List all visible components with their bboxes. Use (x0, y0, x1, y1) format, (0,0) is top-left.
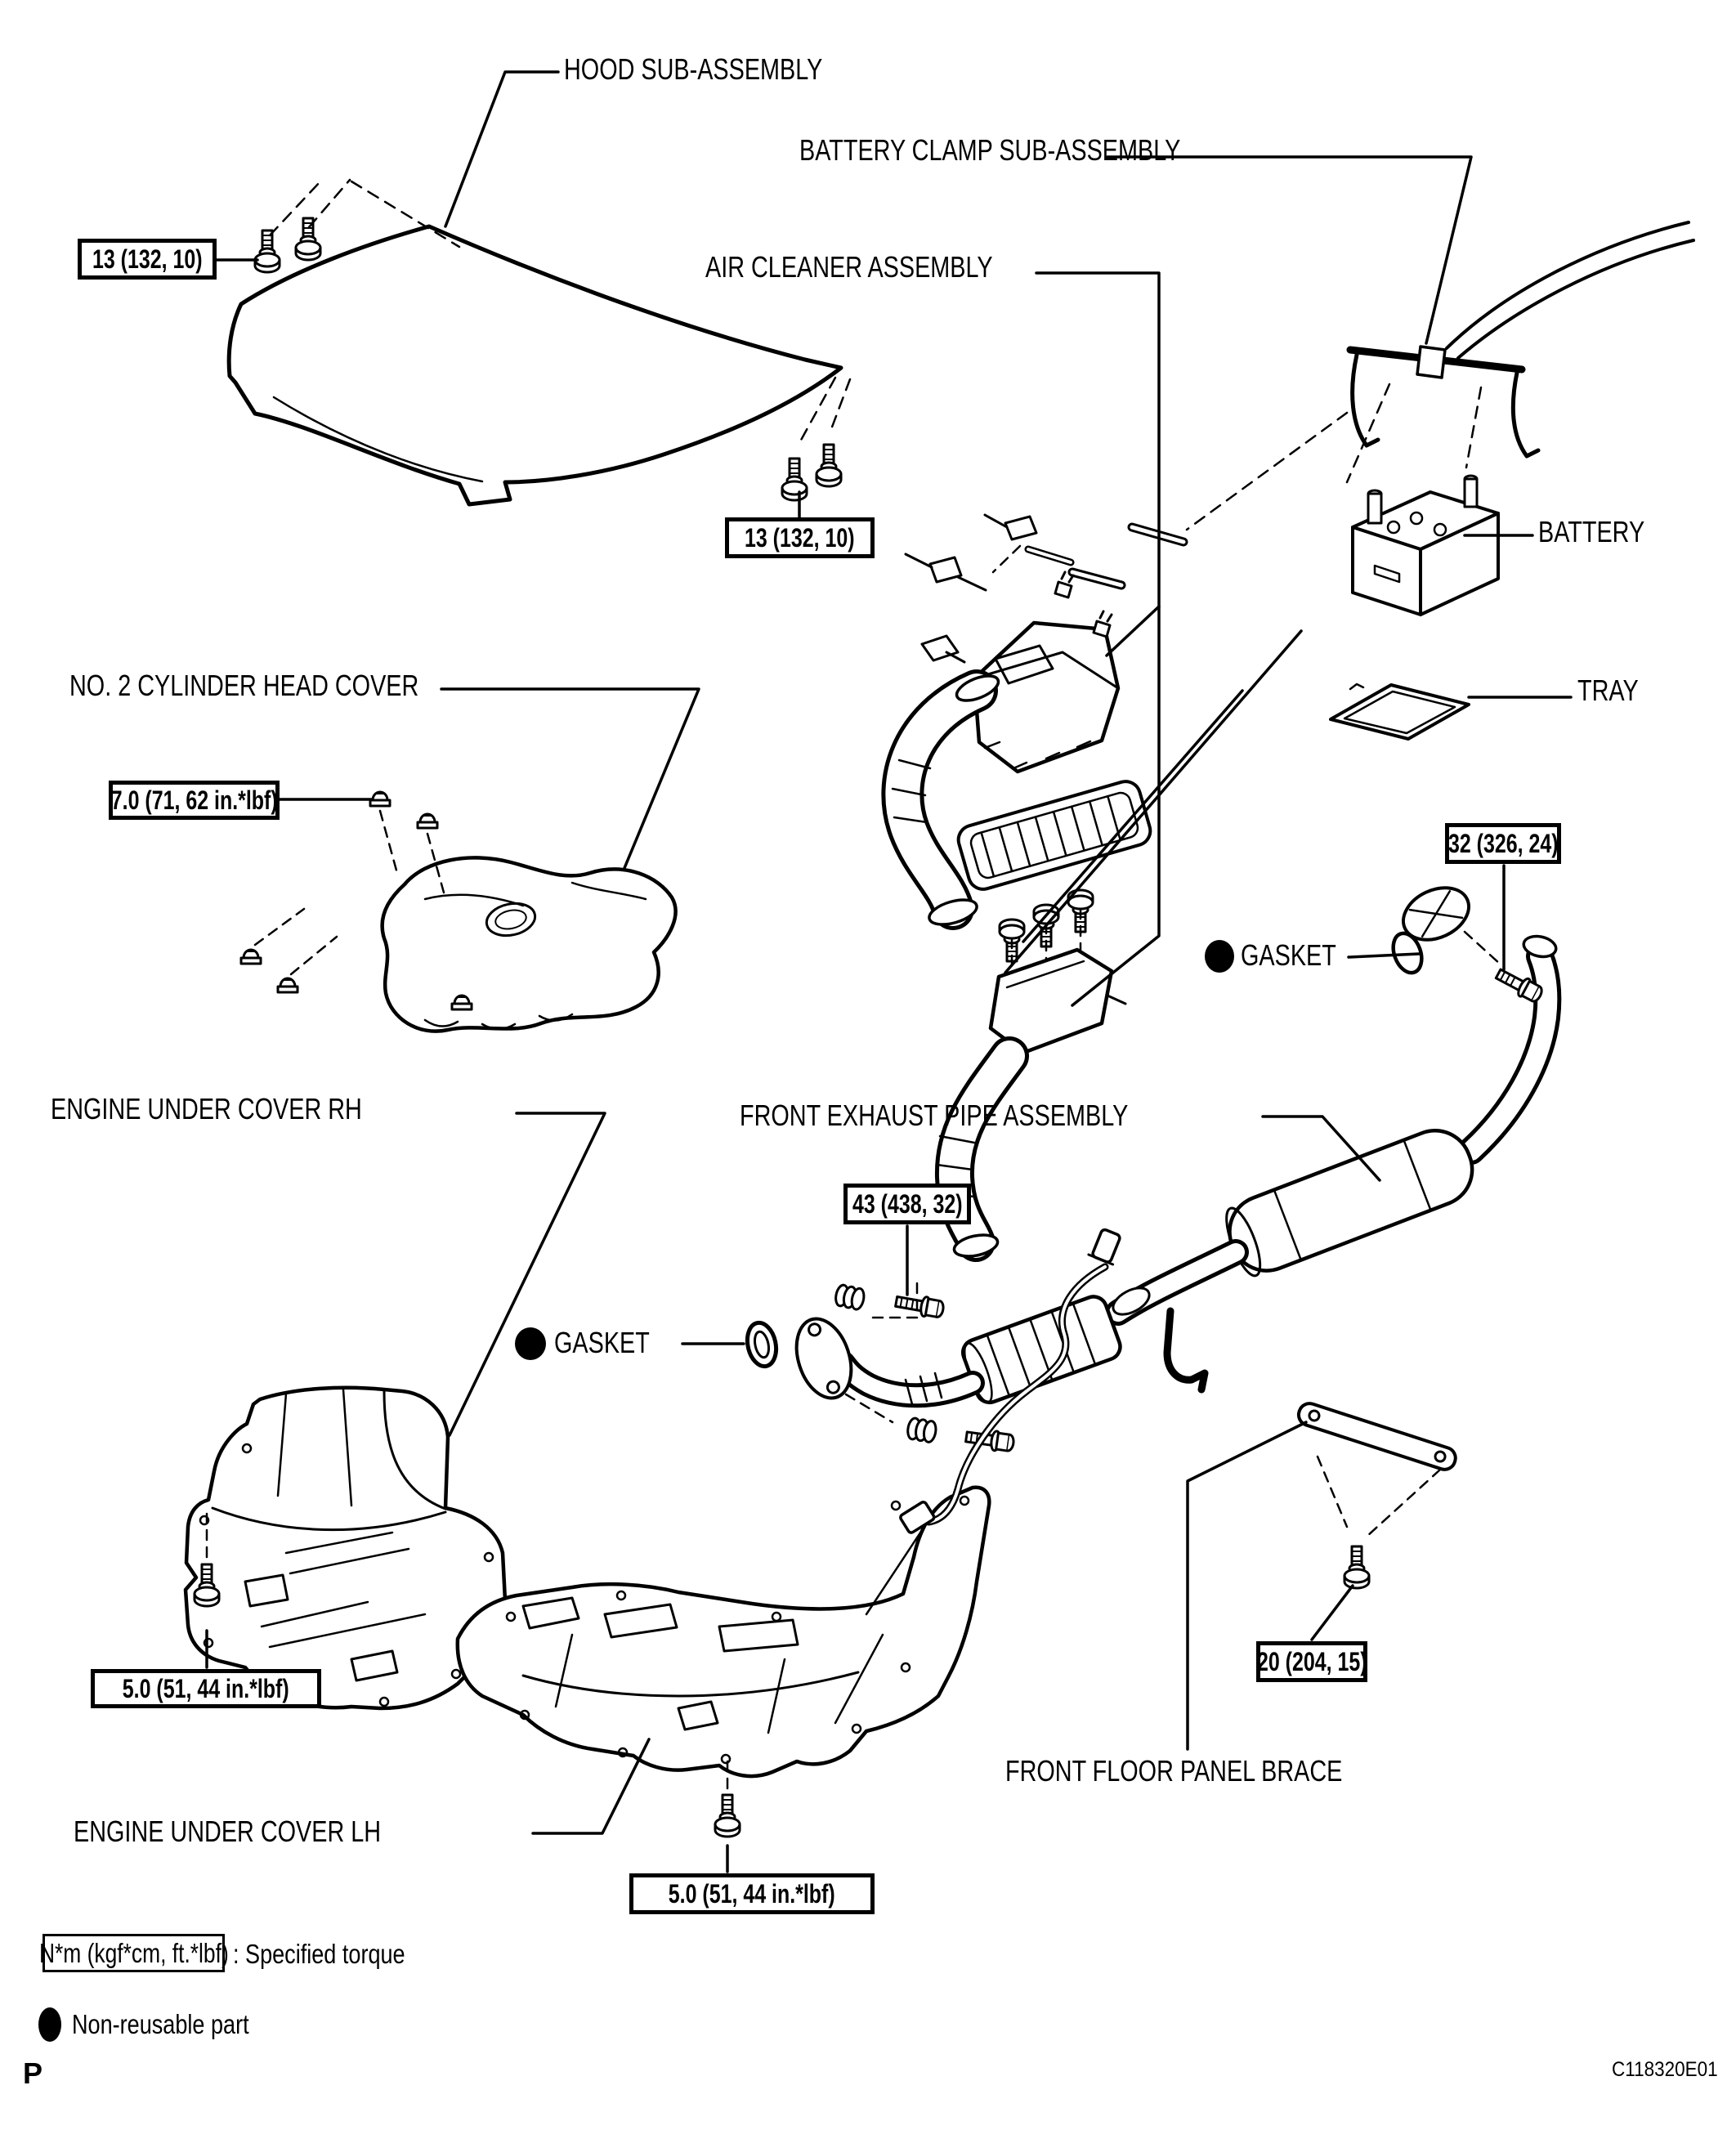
torque-box-under-cover-lh: 5.0 (51, 44 in.*lbf) (629, 1873, 875, 1914)
torque-box-hood-right: 13 (132, 10) (725, 517, 875, 558)
figure-code: C118320E01 (1612, 2058, 1718, 2081)
bolt-icon (781, 457, 808, 502)
label-front-floor-panel-brace: FRONT FLOOR PANEL BRACE (1005, 1754, 1343, 1788)
bolt-icon (1343, 1545, 1371, 1590)
label-gasket-upper: GASKET (1241, 938, 1336, 972)
label-front-exhaust-pipe-assembly: FRONT EXHAUST PIPE ASSEMBLY (740, 1099, 1129, 1132)
label-battery-clamp-sub-assembly: BATTERY CLAMP SUB-ASSEMBLY (799, 133, 1181, 167)
torque-box-under-cover-rh: 5.0 (51, 44 in.*lbf) (91, 1669, 321, 1708)
legend-torque-meaning: : Specified torque (233, 1939, 405, 1969)
torque-box-floor-brace: 20 (204, 15) (1256, 1641, 1367, 1682)
nut-icon (276, 977, 299, 994)
label-engine-under-cover-lh: ENGINE UNDER COVER LH (74, 1815, 382, 1848)
engine-under-cover-rh-drawing (183, 1385, 508, 1711)
engine-under-cover-lh-drawing (455, 1485, 991, 1838)
air-cleaner-drawing (881, 513, 1303, 1262)
hood-drawing (226, 178, 852, 507)
bolt-icon (294, 217, 322, 262)
torque-box-hood-left: 13 (132, 10) (78, 239, 217, 280)
spring-icon (904, 1415, 939, 1445)
label-battery: BATTERY (1538, 515, 1645, 548)
battery-clamp-drawing (1185, 221, 1695, 531)
non-reusable-dot-icon (515, 1327, 546, 1360)
battery-drawing (1351, 474, 1500, 616)
spring-icon (832, 1282, 868, 1313)
exhaust-bolt-icon (893, 1290, 946, 1322)
bolt-icon (253, 229, 281, 274)
nut-icon (369, 790, 391, 808)
non-reusable-dot-icon (1205, 940, 1234, 973)
front-exhaust-pipe-drawing (745, 886, 1562, 1534)
leader-lines (205, 70, 1573, 1873)
label-air-cleaner-assembly: AIR CLEANER ASSEMBLY (705, 250, 993, 284)
cylinder-head-cover-drawing (239, 790, 678, 1033)
label-hood-sub-assembly: HOOD SUB-ASSEMBLY (564, 52, 823, 86)
bolt-icon (815, 443, 843, 488)
label-tray: TRAY (1577, 673, 1639, 707)
label-gasket-lower: GASKET (554, 1326, 650, 1359)
front-floor-panel-brace-drawing (1296, 1402, 1457, 1590)
label-engine-under-cover-rh: ENGINE UNDER COVER RH (51, 1092, 362, 1125)
torque-box-head-cover: 7.0 (71, 62 in.*lbf) (109, 781, 280, 820)
torque-box-exhaust-front: 43 (438, 32) (843, 1184, 971, 1224)
nut-icon (239, 948, 262, 965)
label-no2-cylinder-head-cover: NO. 2 CYLINDER HEAD COVER (69, 669, 419, 702)
legend-torque-unit-box: N*m (kgf*cm, ft.*lbf) (39, 1934, 228, 1972)
non-reusable-dot-icon (38, 2007, 61, 2042)
page-marker: P (23, 2056, 43, 2090)
legend-non-reusable: Non-reusable part (72, 2009, 249, 2039)
battery-tray-drawing (1329, 682, 1470, 741)
nut-icon (416, 812, 439, 830)
torque-box-exhaust-rear: 32 (326, 24) (1445, 823, 1561, 864)
bolt-icon (714, 1793, 741, 1838)
